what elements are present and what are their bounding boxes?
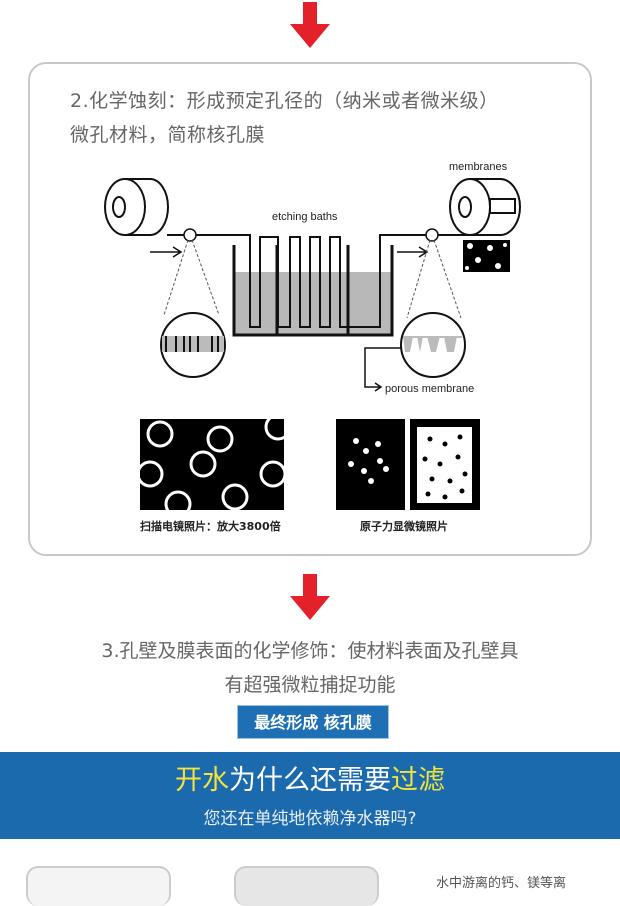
banner-subtitle: 您还在单纯地依赖净水器吗? [203,809,417,829]
banner-title: 开水为什么还需要过滤 [175,765,445,796]
afm-photo-right [410,419,480,510]
step3-text-line1: 3.孔壁及膜表面的化学修饰：使材料表面及孔壁具 [101,640,519,662]
etching-baths-label: etching baths [272,211,338,223]
product-image-card [26,866,171,906]
etching-step-panel [28,62,592,556]
step2-text-line2: 微孔材料，简称核孔膜 [70,124,266,146]
porous-membrane-label: porous membrane [385,383,474,395]
afm-photo-left [336,419,405,510]
sem-caption: 扫描电镜照片：放大3800倍 [140,520,281,533]
membranes-label: membranes [449,161,508,173]
step2-text-line1: 2.化学蚀刻：形成预定孔径的（纳米或者微米级） [70,90,499,112]
sem-photo [140,419,284,510]
side-description: 水中游离的钙、镁等离 [436,876,567,891]
step3-text-line2: 有超强微粒捕捉功能 [224,674,396,696]
etching-process-diagram: membranes etching baths porous membrane [104,161,521,395]
boiled-water-banner: 开水为什么还需要过滤 您还在单纯地依赖净水器吗? [0,752,620,839]
afm-caption: 原子力显微镜照片 [360,520,448,533]
final-result-label: 最终形成 核孔膜 [237,705,389,739]
product-image-card [234,866,379,906]
down-arrow-icon [290,2,330,48]
down-arrow-icon [290,574,330,620]
